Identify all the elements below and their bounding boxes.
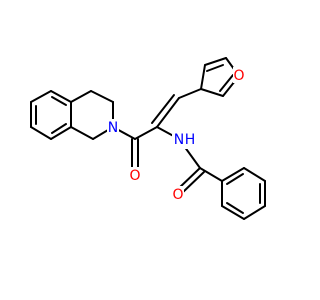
bond: [226, 173, 244, 185]
bond: [70, 90, 92, 103]
bond: [181, 171, 205, 194]
bond: [134, 126, 158, 140]
amide-nitrogen-label: N: [174, 132, 184, 148]
atom-label-background: [233, 67, 245, 83]
bond: [221, 205, 245, 220]
bond: [206, 64, 224, 72]
ketone-oxygen-label: O: [129, 168, 140, 184]
bond: [177, 167, 201, 190]
bond: [243, 205, 266, 220]
bond: [204, 57, 227, 66]
bond: [151, 94, 175, 124]
bond: [50, 90, 72, 103]
bond: [219, 74, 234, 92]
atom-label-background: [172, 186, 184, 202]
bond: [221, 167, 245, 182]
bond: [199, 167, 223, 182]
molecule-structure-diagram: O N H N O O: [30, 57, 266, 220]
bond: [243, 167, 266, 182]
bond: [30, 90, 52, 103]
bond: [51, 123, 67, 134]
bond: [226, 202, 244, 214]
atom-label-background: [129, 167, 141, 183]
furan-oxygen-label: O: [233, 68, 244, 84]
benzoyl-oxygen-label: O: [172, 187, 183, 203]
bond-layer: [30, 57, 266, 220]
amide-hydrogen-label: H: [185, 132, 196, 148]
bond: [156, 97, 180, 128]
atom-label-layer: O N H N O O: [107, 67, 245, 203]
bond: [50, 126, 72, 140]
atom-label-background: [172, 131, 194, 149]
bond: [51, 96, 67, 106]
ring-nitrogen-label: N: [108, 120, 118, 136]
bond: [90, 90, 114, 103]
bond: [178, 88, 202, 99]
bond: [70, 126, 94, 140]
bond: [200, 64, 206, 90]
bond: [200, 88, 224, 97]
atom-label-background: [107, 119, 119, 135]
bond: [30, 126, 52, 140]
